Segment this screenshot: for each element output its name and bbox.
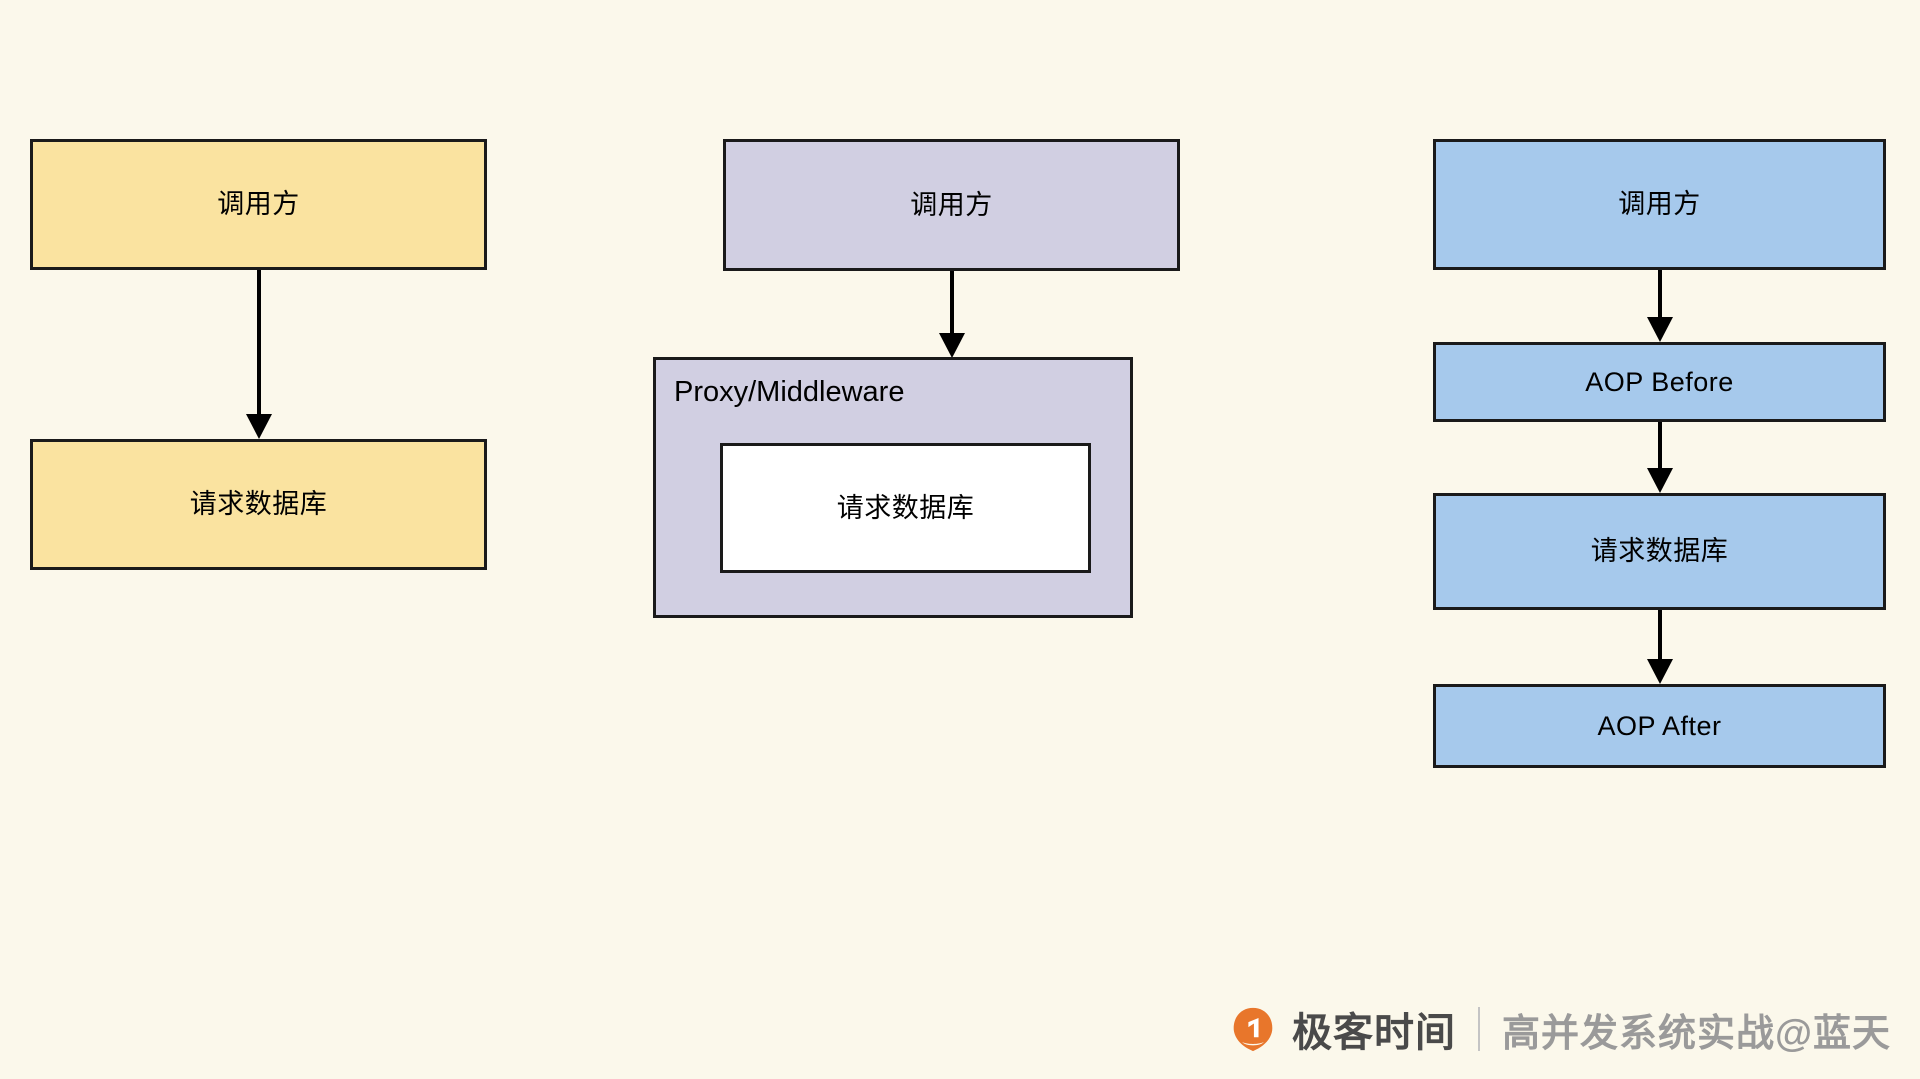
node-caller-direct[interactable]: 调用方	[30, 139, 487, 270]
node-label: 调用方	[217, 189, 300, 220]
watermark-subtitle: 高并发系统实战@蓝天	[1502, 1012, 1892, 1055]
node-label: 调用方	[1618, 189, 1701, 220]
node-label: 请求数据库	[836, 492, 975, 523]
node-aop-after[interactable]: AOP After	[1433, 684, 1886, 768]
arrow-shaft	[257, 270, 261, 414]
arrow-shaft	[1658, 610, 1662, 659]
node-label: 请求数据库	[1590, 536, 1729, 567]
arrow-caller-to-proxy	[939, 271, 965, 358]
node-caller-proxy[interactable]: 调用方	[723, 139, 1180, 271]
node-label: AOP Before	[1585, 366, 1734, 397]
arrow-caller-to-aop-before	[1647, 270, 1673, 342]
geekbang-logo-icon	[1233, 1007, 1273, 1052]
arrow-shaft	[1658, 422, 1662, 468]
arrow-db-to-aop-after	[1647, 610, 1673, 684]
node-db-request-aop[interactable]: 请求数据库	[1433, 493, 1886, 610]
arrow-shaft	[950, 271, 954, 333]
arrow-head	[1647, 468, 1673, 493]
arrow-aop-before-to-db	[1647, 422, 1673, 493]
arrow-head	[1647, 317, 1673, 342]
group-proxy-middleware[interactable]: Proxy/Middleware 请求数据库	[653, 357, 1133, 618]
arrow-head	[246, 414, 272, 439]
arrow-head	[939, 333, 965, 358]
node-aop-before[interactable]: AOP Before	[1433, 342, 1886, 422]
arrow-head	[1647, 659, 1673, 684]
node-caller-aop[interactable]: 调用方	[1433, 139, 1886, 270]
node-db-request-direct[interactable]: 请求数据库	[30, 439, 487, 570]
arrow-shaft	[1658, 270, 1662, 317]
group-proxy-middleware-label: Proxy/Middleware	[674, 376, 905, 408]
watermark-separator	[1478, 1007, 1480, 1051]
node-label: 调用方	[910, 189, 993, 220]
watermark: 极客时间 高并发系统实战@蓝天	[1230, 1000, 1891, 1058]
arrow-caller-to-db-direct	[246, 270, 272, 439]
node-label: 请求数据库	[189, 489, 328, 520]
node-label: AOP After	[1597, 710, 1722, 741]
node-db-request-proxy[interactable]: 请求数据库	[720, 443, 1091, 573]
watermark-brand: 极客时间	[1292, 1011, 1456, 1055]
